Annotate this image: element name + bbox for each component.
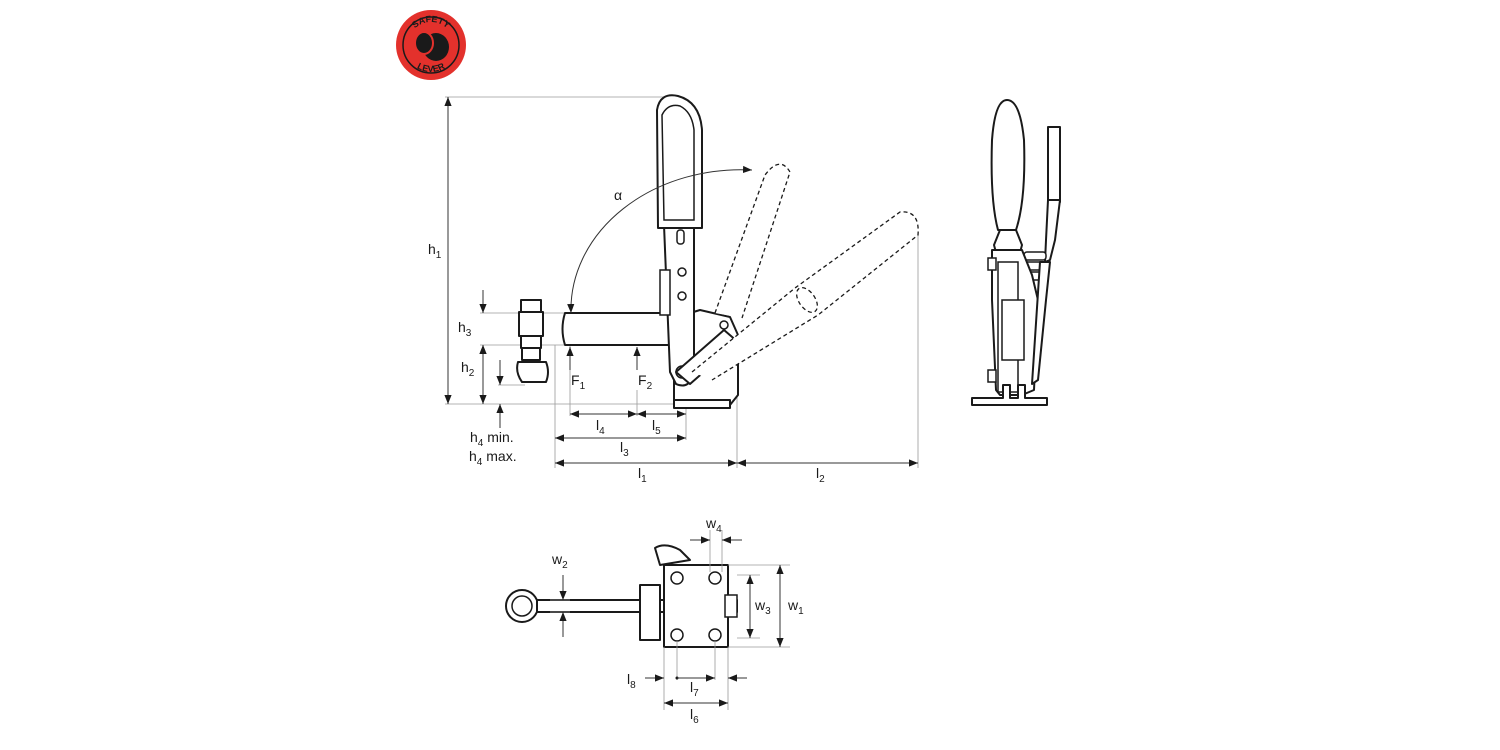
dim-h1: h1 — [428, 241, 442, 261]
svg-text:LEVER: LEVER — [416, 61, 447, 74]
safety-lever-knob-icon — [414, 31, 449, 61]
dim-l4: l4 — [596, 417, 605, 437]
dim-h4-max: h4 max. — [469, 448, 517, 468]
front-base-plate — [971, 384, 1048, 406]
badge-top-text: SAFETY — [410, 14, 452, 30]
dim-w3: w3 — [754, 597, 771, 617]
force-F2: F2 — [638, 372, 653, 392]
force-F1: F1 — [571, 372, 586, 392]
spindle — [516, 299, 549, 383]
svg-text:SAFETY: SAFETY — [410, 14, 452, 30]
front-handle-grip — [990, 99, 1026, 231]
dim-l2: l2 — [816, 465, 825, 485]
dim-h4-min: h4 min. — [470, 429, 514, 449]
front-view — [971, 99, 1061, 406]
angle-arc — [567, 165, 753, 314]
dim-l6: l6 — [690, 706, 699, 726]
dim-l1: l1 — [638, 465, 647, 485]
dim-h3: h3 — [458, 319, 472, 339]
dim-w4: w4 — [705, 515, 722, 535]
safety-lever-badge: SAFETY LEVER — [396, 10, 466, 80]
dim-l8: l8 — [627, 671, 636, 691]
badge-bottom-text: LEVER — [416, 61, 447, 74]
side-view: α h1 h3 h2 h4 min. h4 max. F1 F2 l4 l5 l… — [428, 94, 919, 485]
lever-open-positions — [691, 163, 919, 381]
angle-label: α — [614, 187, 622, 203]
dim-l5: l5 — [652, 417, 661, 437]
dim-l7: l7 — [690, 679, 699, 699]
dim-l3: l3 — [620, 439, 629, 459]
dim-h2: h2 — [461, 359, 475, 379]
dim-w1: w1 — [787, 597, 804, 617]
top-view: w2 w4 w3 w1 l8 l7 l6 — [505, 515, 804, 726]
dim-w2: w2 — [551, 551, 568, 571]
